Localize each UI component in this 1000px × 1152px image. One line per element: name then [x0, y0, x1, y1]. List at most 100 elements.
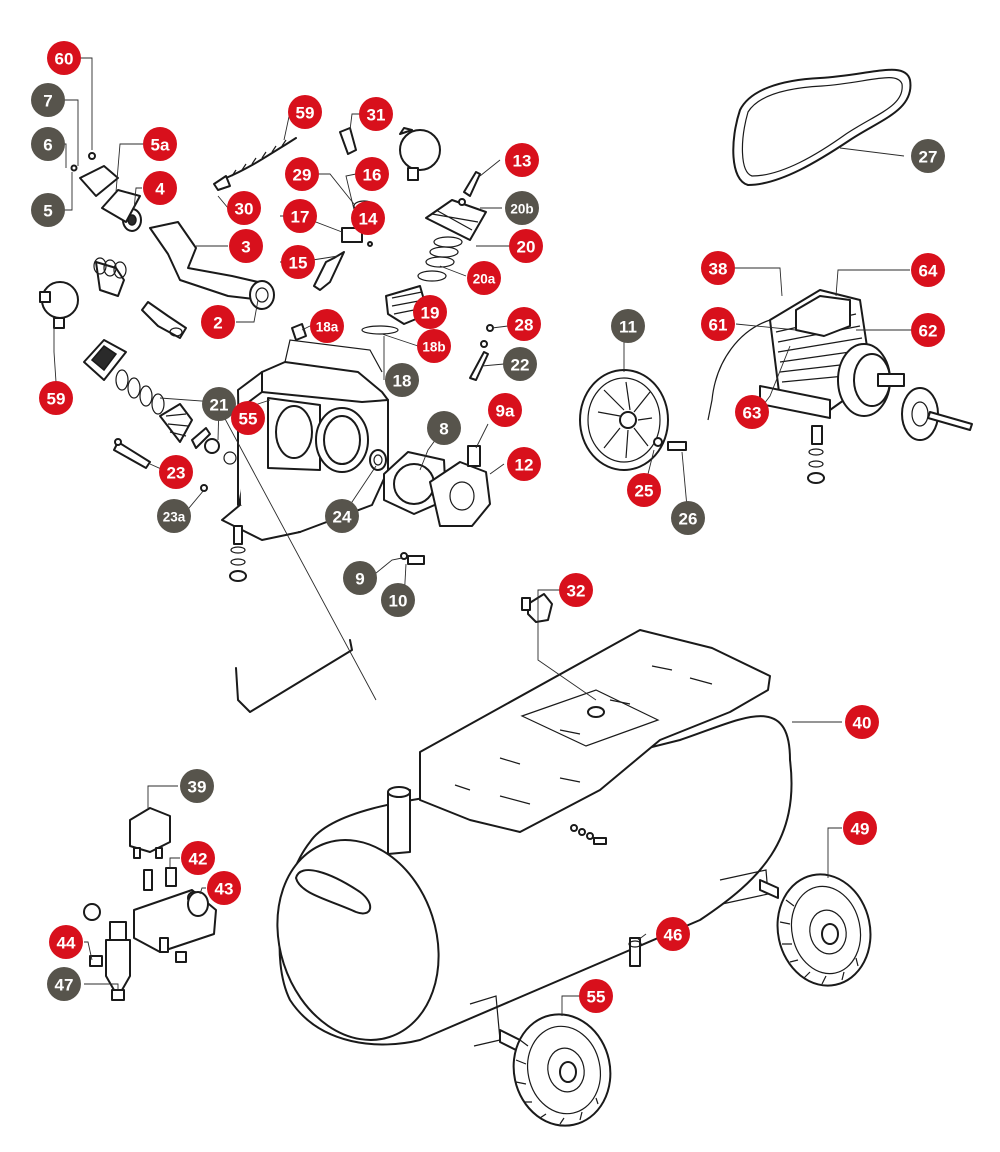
bolt-12: [467, 445, 481, 467]
callout-label: 9: [355, 570, 364, 589]
callout-22: 22: [503, 347, 537, 381]
air-filter-top: [399, 127, 441, 181]
callout-badge: [467, 261, 501, 295]
callout-badge: [143, 127, 177, 161]
sight-glass-23: [204, 438, 237, 465]
callout-5: 5: [31, 193, 65, 227]
callout-62: 62: [911, 313, 945, 347]
callout-59: 59: [288, 95, 322, 129]
wheel-55-rear: [776, 873, 872, 987]
callout-badge: [505, 143, 539, 177]
tube-handle: [235, 639, 353, 713]
callout-label: 26: [679, 510, 698, 529]
callout-label: 12: [515, 456, 534, 475]
callout-badge: [505, 191, 539, 225]
callout-label: 2: [213, 314, 222, 333]
drain-valve-49: [628, 937, 642, 967]
callout-label: 6: [43, 136, 52, 155]
gauge-44: [187, 891, 209, 917]
motor-32: [707, 289, 905, 421]
callout-label: 8: [439, 420, 448, 439]
callout-badge: [579, 979, 613, 1013]
callout-label: 11: [619, 318, 637, 337]
callout-49: 49: [843, 811, 877, 845]
callout-badge: [509, 229, 543, 263]
callout-label: 18a: [316, 320, 339, 335]
callout-label: 20b: [510, 202, 533, 217]
drain-23a: [113, 438, 151, 469]
callout-10: 10: [381, 583, 415, 617]
callout-badge: [159, 455, 193, 489]
callout-badge: [611, 309, 645, 343]
callout-label: 44: [57, 934, 76, 953]
callout-47: 47: [47, 967, 81, 1001]
callout-60: 60: [47, 41, 81, 75]
callout-64: 64: [911, 253, 945, 287]
callout-badge: [385, 363, 419, 397]
fitting-24: [200, 484, 208, 492]
bearing-8: [369, 449, 387, 471]
callout-20b: 20b: [505, 191, 539, 225]
callout-17: 17: [283, 199, 317, 233]
callout-label: 63: [743, 404, 762, 423]
callout-46: 46: [656, 917, 690, 951]
callout-61: 61: [701, 307, 735, 341]
callout-39: 39: [180, 769, 214, 803]
callout-label: 3: [241, 238, 250, 257]
callout-12: 12: [507, 447, 541, 481]
motor-pulley: [901, 387, 973, 441]
callout-label: 62: [919, 322, 938, 341]
callout-27: 27: [911, 139, 945, 173]
callout-badge: [911, 313, 945, 347]
callout-40: 40: [845, 705, 879, 739]
callout-badge: [143, 171, 177, 205]
callout-badge: [845, 705, 879, 739]
callout-19: 19: [413, 295, 447, 329]
callout-label: 29: [293, 166, 312, 185]
callout-2: 2: [201, 305, 235, 339]
callout-badge: [911, 139, 945, 173]
callout-18: 18: [385, 363, 419, 397]
callout-badge: [701, 251, 735, 285]
callout-25: 25: [627, 473, 661, 507]
pulley-25: [579, 369, 687, 471]
callout-badge: [285, 157, 319, 191]
callout-badge: [671, 501, 705, 535]
callout-badge: [47, 967, 81, 1001]
piston-rings-left: [93, 257, 127, 279]
callout-30: 30: [227, 191, 261, 225]
callout-23: 23: [159, 455, 193, 489]
callout-label: 32: [567, 582, 586, 601]
callout-badge: [701, 307, 735, 341]
callout-43: 43: [207, 871, 241, 905]
crankcase: [221, 339, 389, 541]
callout-label: 30: [235, 200, 254, 219]
callout-38: 38: [701, 251, 735, 285]
callout-label: 5: [43, 202, 52, 221]
callout-label: 9a: [496, 402, 515, 421]
foot-bolts: [229, 525, 247, 582]
callout-badge: [31, 193, 65, 227]
wheel-55-front: [512, 1013, 612, 1127]
callout-label: 59: [296, 104, 315, 123]
callout-badge: [427, 411, 461, 445]
callout-label: 16: [363, 166, 382, 185]
callout-label: 47: [55, 976, 74, 995]
callout-label: 31: [367, 106, 386, 125]
callout-26: 26: [671, 501, 705, 535]
callout-11: 11: [611, 309, 645, 343]
callout-badge: [202, 387, 236, 421]
callout-badge: [281, 245, 315, 279]
callout-label: 10: [389, 592, 408, 611]
callout-badge: [157, 499, 191, 533]
callout-label: 42: [189, 850, 208, 869]
callout-9: 9: [343, 561, 377, 595]
callout-badge: [843, 811, 877, 845]
callout-13: 13: [505, 143, 539, 177]
callout-badge: [381, 583, 415, 617]
callout-label: 20a: [473, 272, 496, 287]
callout-3: 3: [229, 229, 263, 263]
callout-label: 55: [239, 410, 258, 429]
callout-badge: [229, 229, 263, 263]
tank-39: [276, 715, 793, 1047]
